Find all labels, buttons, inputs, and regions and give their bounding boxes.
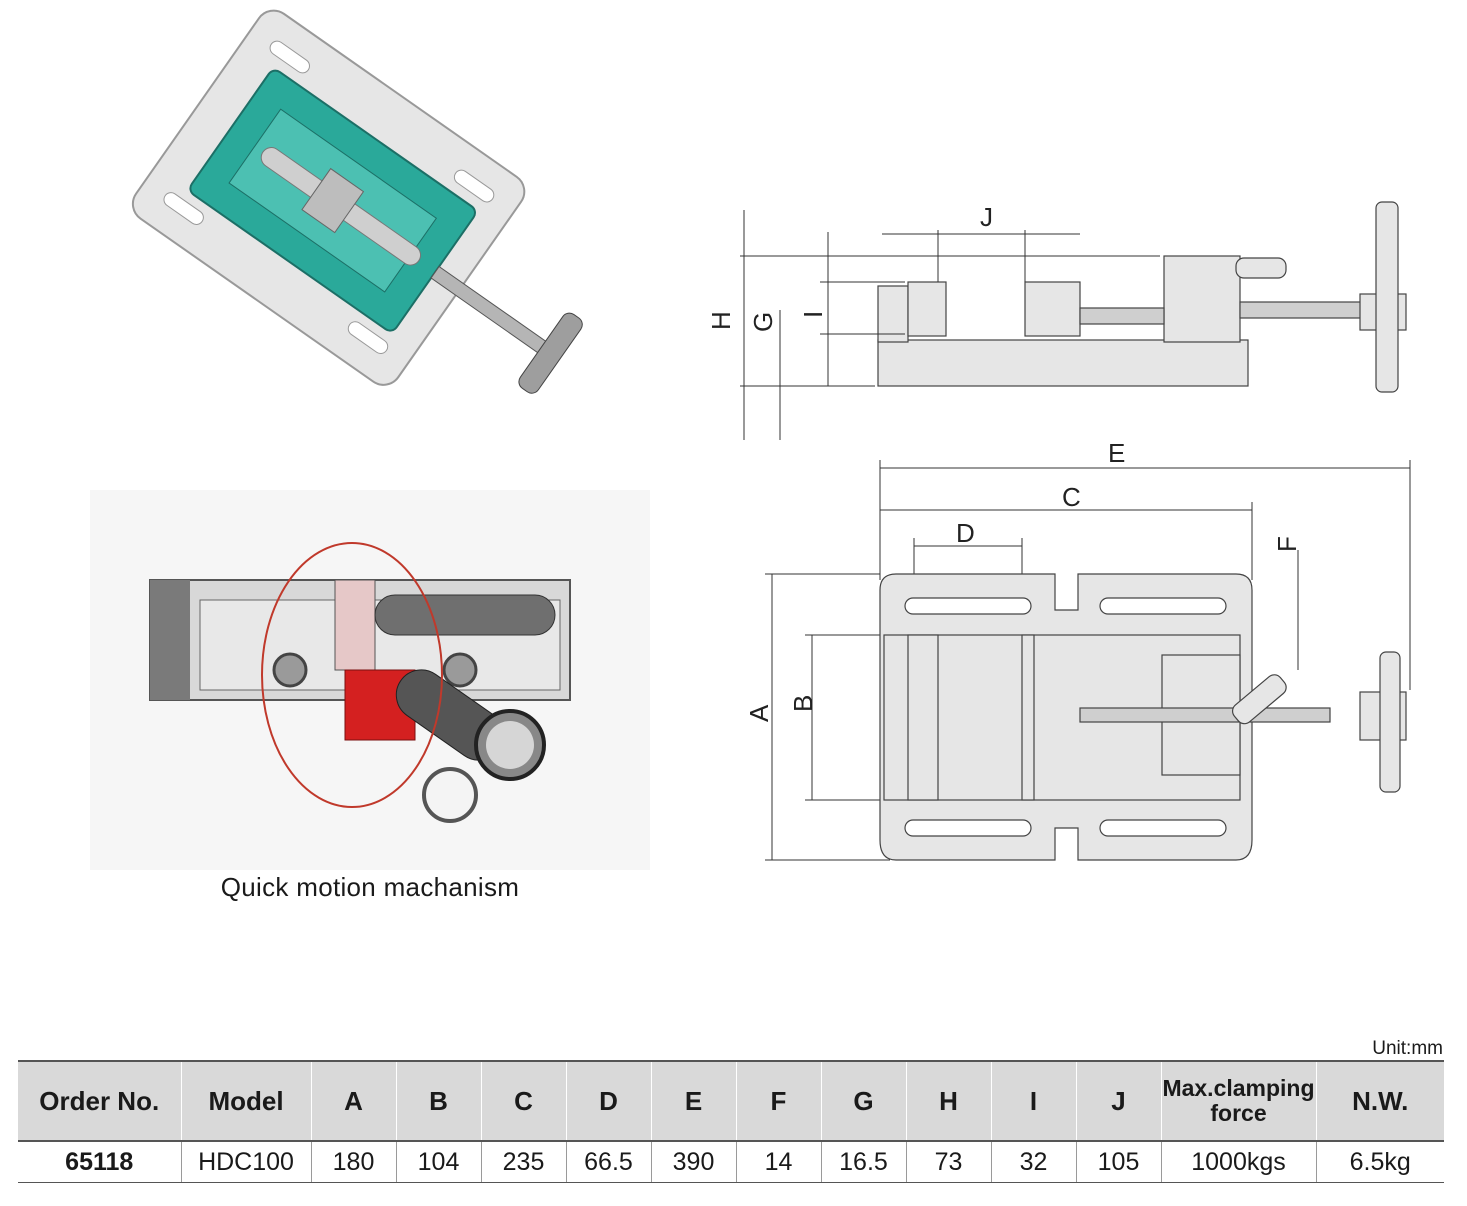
cell-order-no: 65118 bbox=[18, 1141, 182, 1183]
vise-isometric-illustration bbox=[131, 9, 583, 394]
header-nw: N.W. bbox=[1316, 1061, 1444, 1141]
unit-label: Unit:mm bbox=[1372, 1038, 1443, 1059]
table-row: 65118 HDC100 180 104 235 66.5 390 14 16.… bbox=[18, 1141, 1444, 1183]
spec-table: Order No. Model A B C D E F G H I J Max.… bbox=[18, 1060, 1444, 1183]
dim-label-g: G bbox=[748, 312, 778, 332]
header-max-clamping-force-line1: Max.clamping bbox=[1162, 1074, 1315, 1101]
cell-g: 16.5 bbox=[821, 1141, 907, 1183]
dim-label-a: A bbox=[744, 704, 774, 722]
header-b: B bbox=[396, 1061, 482, 1141]
header-model: Model bbox=[181, 1061, 312, 1141]
cell-d: 66.5 bbox=[566, 1141, 652, 1183]
dim-label-c: C bbox=[1062, 482, 1081, 512]
header-max-clamping-force: Max.clamping force bbox=[1161, 1061, 1317, 1141]
dim-label-j: J bbox=[980, 202, 993, 232]
dim-label-d: D bbox=[956, 518, 975, 548]
cell-f: 14 bbox=[736, 1141, 822, 1183]
table-header-row: Order No. Model A B C D E F G H I J Max.… bbox=[18, 1061, 1444, 1141]
cell-h: 73 bbox=[906, 1141, 992, 1183]
header-i: I bbox=[991, 1061, 1077, 1141]
top-view-drawing: E C D F A B bbox=[744, 438, 1411, 861]
header-c: C bbox=[481, 1061, 567, 1141]
cell-e: 390 bbox=[651, 1141, 737, 1183]
dim-label-h: H bbox=[706, 311, 736, 330]
quick-motion-illustration bbox=[90, 490, 650, 870]
cell-a: 180 bbox=[311, 1141, 397, 1183]
cell-i: 32 bbox=[991, 1141, 1077, 1183]
header-a: A bbox=[311, 1061, 397, 1141]
cell-model: HDC100 bbox=[181, 1141, 312, 1183]
cell-c: 235 bbox=[481, 1141, 567, 1183]
figure-caption: Quick motion machanism bbox=[220, 872, 520, 902]
dim-label-e: E bbox=[1108, 438, 1125, 468]
dim-label-f: F bbox=[1272, 536, 1302, 552]
dim-label-i: I bbox=[798, 311, 828, 318]
cell-j: 105 bbox=[1076, 1141, 1162, 1183]
cell-nw: 6.5kg bbox=[1316, 1141, 1444, 1183]
header-max-clamping-force-line2: force bbox=[1210, 1100, 1267, 1126]
header-e: E bbox=[651, 1061, 737, 1141]
cell-b: 104 bbox=[396, 1141, 482, 1183]
side-view-drawing: J H G I bbox=[706, 201, 1407, 440]
header-j: J bbox=[1076, 1061, 1162, 1141]
header-d: D bbox=[566, 1061, 652, 1141]
header-g: G bbox=[821, 1061, 907, 1141]
header-order-no: Order No. bbox=[18, 1061, 182, 1141]
dim-label-b: B bbox=[788, 695, 818, 712]
cell-max-clamping-force: 1000kgs bbox=[1161, 1141, 1317, 1183]
header-h: H bbox=[906, 1061, 992, 1141]
header-f: F bbox=[736, 1061, 822, 1141]
